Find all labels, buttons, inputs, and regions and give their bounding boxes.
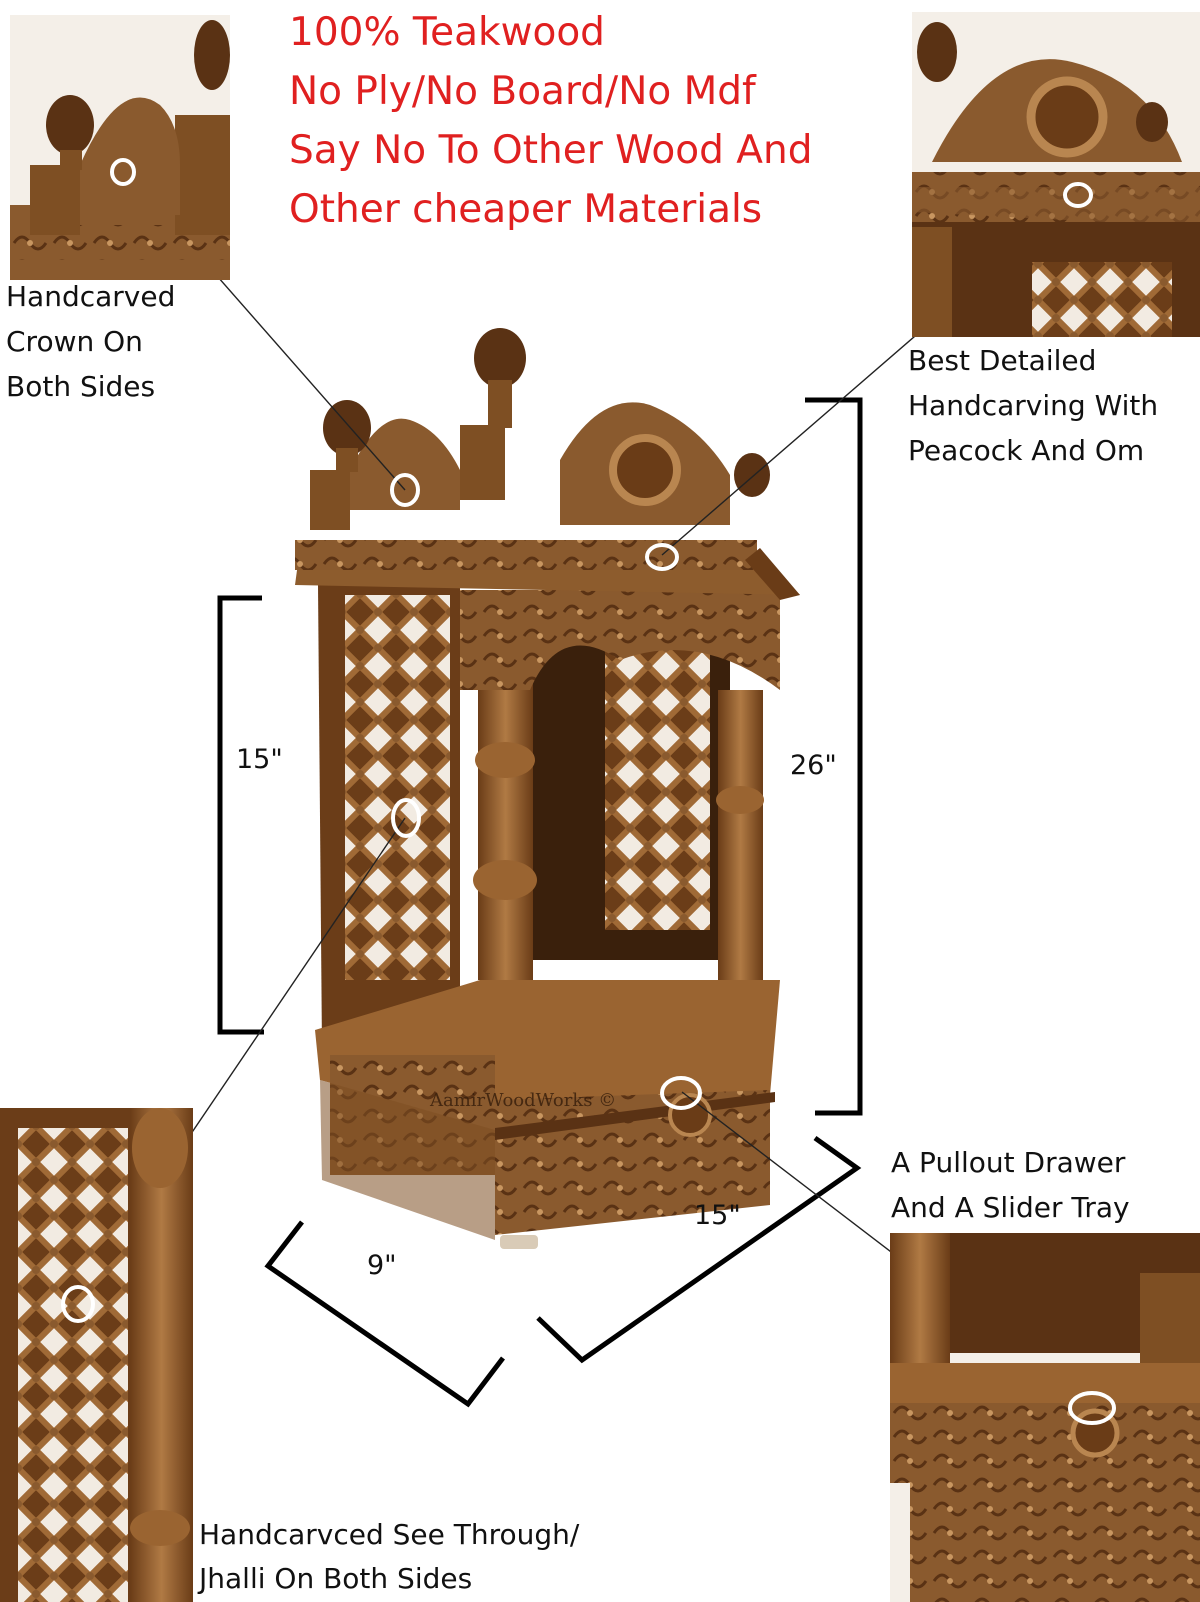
highlight-markers xyxy=(390,473,702,1110)
callout-jhalli: Handcarvced See Through/ Jhalli On Both … xyxy=(199,1513,579,1601)
headline-line-1: 100% Teakwood xyxy=(289,10,605,55)
dimension-brackets xyxy=(217,397,863,1408)
headline-line-4: Other cheaper Materials xyxy=(289,187,763,232)
callout-jhalli-line-2: Jhalli On Both Sides xyxy=(199,1562,473,1595)
inset-jhalli xyxy=(0,1108,193,1602)
callout-crown: Handcarved Crown On Both Sides xyxy=(6,274,175,409)
callout-jhalli-line-1: Handcarvced See Through/ xyxy=(199,1518,580,1551)
headline: 100% Teakwood No Ply/No Board/No Mdf Say… xyxy=(289,3,812,239)
dimension-total-height: 26" xyxy=(790,750,837,781)
bracket-26-height xyxy=(805,397,863,1116)
temple-main xyxy=(295,328,800,1249)
watermark: AamirWoodWorks © xyxy=(430,1090,617,1111)
dimension-depth: 9" xyxy=(367,1250,397,1281)
headline-line-2: No Ply/No Board/No Mdf xyxy=(289,69,756,114)
callout-crown-line-2: Crown On xyxy=(6,325,143,358)
callout-peacock: Best Detailed Handcarving With Peacock A… xyxy=(908,338,1158,473)
bracket-15-height xyxy=(217,595,264,1035)
bracket-15-width xyxy=(536,1135,862,1364)
callout-peacock-line-1: Best Detailed xyxy=(908,344,1097,377)
inset-peacock xyxy=(912,12,1200,337)
inset-crown xyxy=(10,15,230,280)
bracket-9-depth xyxy=(264,1220,505,1408)
callout-drawer: A Pullout Drawer And A Slider Tray xyxy=(891,1140,1130,1230)
callout-crown-line-3: Both Sides xyxy=(6,370,156,403)
dimension-width: 15" xyxy=(694,1200,741,1231)
dimension-inner-height: 15" xyxy=(236,744,283,775)
callout-peacock-line-3: Peacock And Om xyxy=(908,434,1145,467)
callout-peacock-line-2: Handcarving With xyxy=(908,389,1159,422)
inset-drawer xyxy=(890,1233,1200,1602)
callout-drawer-line-2: And A Slider Tray xyxy=(891,1191,1130,1224)
headline-line-3: Say No To Other Wood And xyxy=(289,128,813,173)
callout-drawer-line-1: A Pullout Drawer xyxy=(891,1146,1126,1179)
callout-crown-line-1: Handcarved xyxy=(6,280,176,313)
